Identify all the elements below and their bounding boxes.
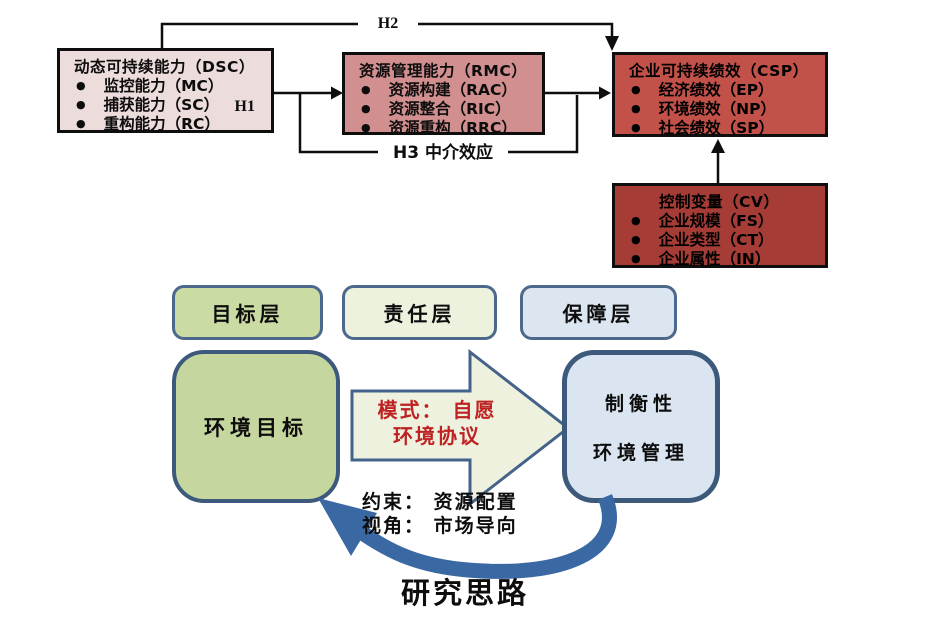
dsc-title: 动态可持续能力（DSC） (74, 58, 255, 76)
cv-item: 企业规模（FS） (615, 212, 825, 231)
rmc-csp-arrowhead-icon (599, 86, 611, 100)
csp-item: 环境绩效（NP） (615, 100, 825, 119)
dsc-item: 重构能力（RC） (60, 115, 271, 134)
mode-annotation-line1: 模式： 自愿 (377, 398, 497, 422)
csp-item: 经济绩效（EP） (615, 81, 825, 100)
mode-annotation-line2: 环境协议 (393, 424, 481, 448)
dsc-box: 动态可持续能力（DSC） 监控能力（MC） 捕获能力（SC） 重构能力（RC） … (57, 48, 274, 133)
rmc-item: 资源重构（RRC） (345, 119, 542, 138)
feedback-curve-line (359, 494, 617, 579)
balance-label-line2: 环境管理 (592, 441, 689, 464)
constraint-note-line2: 视角： 市场导向 (362, 515, 518, 537)
csp-box: 企业可持续绩效（CSP） 经济绩效（EP） 环境绩效（NP） 社会绩效（SP） (612, 52, 828, 137)
cv-item: 企业属性（IN） (615, 250, 825, 269)
csp-title: 企业可持续绩效（CSP） (629, 62, 809, 80)
rmc-item: 资源整合（RIC） (345, 100, 542, 119)
dsc-rmc-arrowhead-icon (331, 86, 343, 100)
layer-goal-box: 目标层 (172, 285, 323, 340)
dsc-item: 监控能力（MC） (60, 77, 271, 96)
cv-title: 控制变量（CV） (659, 193, 780, 211)
layer-goal-label: 目标层 (211, 302, 284, 326)
layer-guard-label: 保障层 (562, 302, 635, 326)
dsc-item: 捕获能力（SC） (60, 96, 271, 115)
h3-mediation-label: H3 中介效应 (378, 140, 508, 166)
balance-label-line1: 制衡性 (604, 392, 677, 415)
balance-management-box: 制衡性 环境管理 (562, 350, 720, 503)
rmc-title: 资源管理能力（RMC） (359, 62, 528, 80)
rmc-item: 资源构建（RAC） (345, 81, 542, 100)
cv-item: 企业类型（CT） (615, 231, 825, 250)
h2-label: H2 (358, 13, 418, 35)
mode-annotation: 模式： 自愿 环境协议 (352, 397, 522, 449)
constraint-note-line1: 约束： 资源配置 (362, 491, 518, 513)
figure-title: 研究思路 (400, 576, 529, 610)
environment-goal-box: 环境目标 (172, 350, 340, 503)
cv-box: 控制变量（CV） 企业规模（FS） 企业类型（CT） 企业属性（IN） (612, 183, 828, 268)
block-right-arrow-icon (350, 348, 571, 508)
rmc-box: 资源管理能力（RMC） 资源构建（RAC） 资源整合（RIC） 资源重构（RRC… (342, 52, 545, 138)
environment-goal-label: 环境目标 (204, 415, 308, 440)
h1-label: H1 (234, 98, 255, 115)
cv-csp-arrowhead-icon (711, 139, 725, 153)
feedback-curve-arrowhead-icon (318, 498, 377, 556)
layer-guard-box: 保障层 (520, 285, 677, 340)
layer-duty-box: 责任层 (342, 285, 497, 340)
h2-arrowhead-icon (605, 36, 619, 51)
constraint-notes: 约束： 资源配置 视角： 市场导向 (362, 490, 518, 538)
layer-duty-label: 责任层 (383, 302, 456, 326)
csp-item: 社会绩效（SP） (615, 119, 825, 138)
